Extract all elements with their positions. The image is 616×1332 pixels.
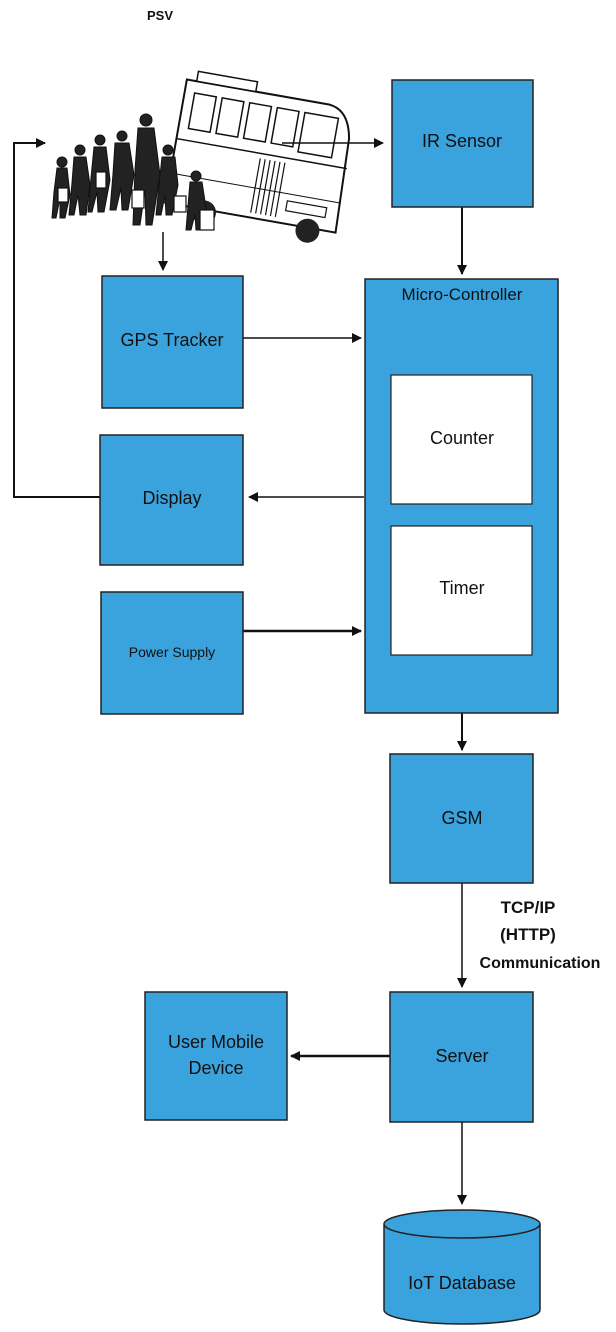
gps-tracker-block: GPS Tracker — [101, 275, 244, 409]
gsm-label: GSM — [441, 808, 482, 828]
server-block: Server — [389, 991, 534, 1123]
iot-database-label: IoT Database — [408, 1273, 516, 1293]
power-supply-block: Power Supply — [100, 591, 244, 715]
ir-sensor-block: IR Sensor — [391, 79, 534, 208]
counter-block — [390, 374, 533, 505]
user-mobile-label-line2: Device — [188, 1058, 243, 1078]
communication-label: Communication — [480, 955, 601, 972]
display-block: Display — [99, 434, 244, 566]
server-label: Server — [435, 1046, 488, 1066]
http-label: (HTTP) — [500, 925, 556, 944]
timer-label: Timer — [439, 578, 484, 598]
display-label: Display — [142, 488, 201, 508]
micro-controller-label: Micro-Controller — [402, 285, 523, 304]
micro-controller-block: Micro-Controller Counter Timer — [364, 278, 559, 714]
psv-label: PSV — [147, 8, 173, 23]
bus-with-passengers-icon — [51, 70, 351, 243]
ir-sensor-label: IR Sensor — [422, 131, 502, 151]
counter-label: Counter — [430, 428, 494, 448]
tcp-ip-label: TCP/IP — [501, 898, 556, 917]
timer-block — [390, 525, 533, 656]
user-mobile-device-block: User Mobile Device — [144, 991, 288, 1121]
tcp-ip-annotation: TCP/IP (HTTP) Communication — [480, 898, 601, 972]
user-mobile-label-line1: User Mobile — [168, 1032, 264, 1052]
gps-tracker-label: GPS Tracker — [120, 330, 223, 350]
iot-database-cylinder: IoT Database — [383, 1209, 541, 1325]
gsm-block: GSM — [389, 753, 534, 884]
power-supply-label: Power Supply — [129, 644, 215, 660]
arrow-display-to-psv — [13, 138, 100, 498]
